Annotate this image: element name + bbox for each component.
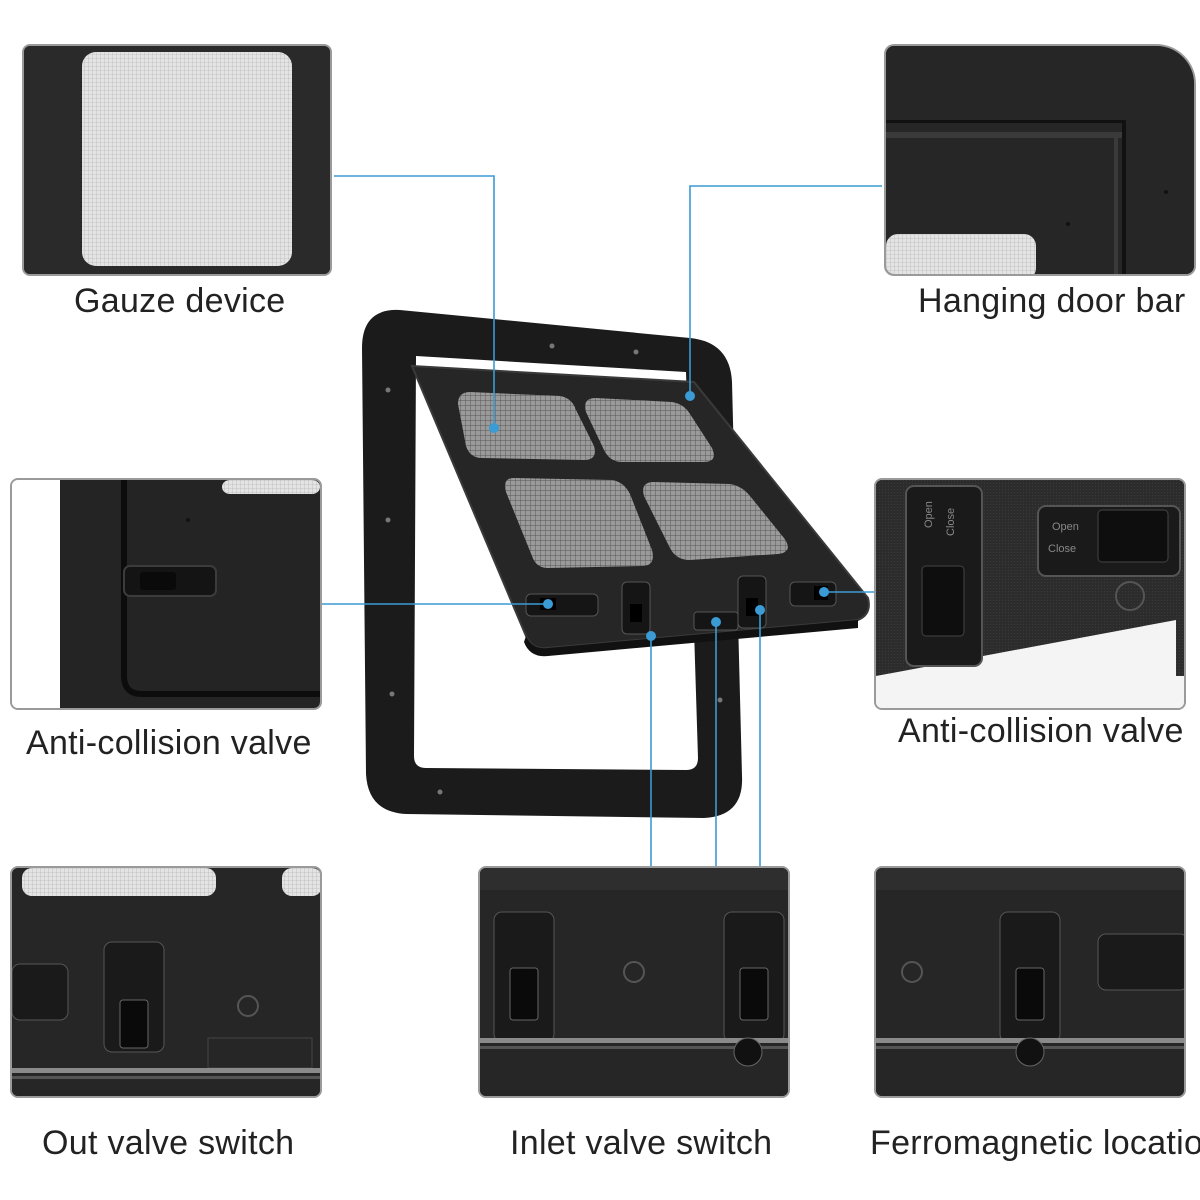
switch-close-label-2: Close bbox=[1048, 543, 1076, 555]
switch-open-label: Open bbox=[923, 501, 935, 528]
ferromagnetic-location-image bbox=[876, 868, 1184, 1096]
anti-collision-valve-left-panel bbox=[10, 478, 322, 710]
anti-collision-valve-left-image bbox=[12, 480, 320, 708]
anti-collision-valve-right-panel: Open Close Open Close bbox=[874, 478, 1186, 710]
anti-collision-valve-left-caption: Anti-collision valve bbox=[26, 724, 312, 762]
flap-anti-collision-right bbox=[789, 581, 837, 607]
gauze-device-panel bbox=[22, 44, 332, 276]
flap-window-bottom-right bbox=[643, 482, 788, 560]
inlet-valve-switch-caption: Inlet valve switch bbox=[510, 1124, 773, 1162]
switch-close-label: Close bbox=[945, 508, 957, 536]
out-valve-switch-image bbox=[12, 868, 320, 1096]
hanging-door-bar-panel bbox=[884, 44, 1196, 276]
gauze-mesh-corner bbox=[886, 234, 1036, 274]
flap-window-top-left bbox=[458, 392, 595, 460]
gauze-mesh bbox=[82, 52, 292, 266]
callout-dots bbox=[489, 391, 829, 641]
inlet-valve-switch-image bbox=[480, 868, 788, 1096]
ferromagnetic-location-panel bbox=[874, 866, 1186, 1098]
anti-collision-valve-right-image: Open Close Open Close bbox=[876, 480, 1184, 708]
flap-window-top-right bbox=[585, 398, 714, 462]
door-frame bbox=[362, 309, 743, 818]
hanging-door-bar-caption: Hanging door bar bbox=[918, 282, 1186, 320]
gauze-device-caption: Gauze device bbox=[74, 282, 286, 320]
gauze-device-image bbox=[24, 46, 330, 274]
callout-lines bbox=[322, 175, 882, 866]
flap-window-bottom-left bbox=[505, 478, 653, 568]
out-valve-switch-caption: Out valve switch bbox=[42, 1124, 295, 1162]
hanging-door-bar-image bbox=[886, 46, 1194, 274]
out-valve-switch bbox=[103, 941, 165, 1053]
anti-collision-valve-right-caption: Anti-collision valve bbox=[898, 712, 1184, 750]
switch-open-label-2: Open bbox=[1052, 521, 1079, 533]
out-valve-switch-panel bbox=[10, 866, 322, 1098]
inlet-valve-switch-panel bbox=[478, 866, 790, 1098]
flap-anti-collision-left bbox=[525, 593, 599, 617]
ferromagnetic-location-caption: Ferromagnetic location bbox=[870, 1124, 1200, 1162]
